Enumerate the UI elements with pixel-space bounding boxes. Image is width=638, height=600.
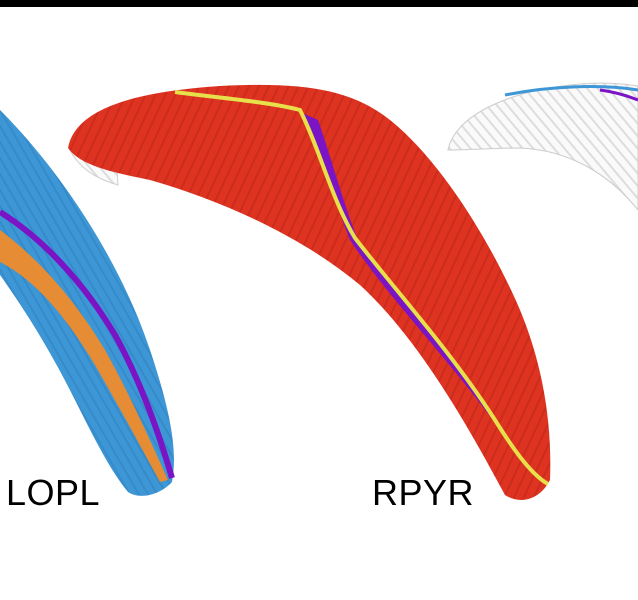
blue-wing-orange-stripe — [0, 230, 168, 482]
white-wing-blue-edge — [504, 85, 638, 97]
caption-lopl: LOPL — [6, 472, 101, 513]
white-wing-canopy — [447, 82, 638, 211]
red-wing-purple-stripe — [300, 112, 548, 482]
blue-wing — [0, 110, 175, 496]
white-wing-purple-edge — [599, 88, 638, 102]
blue-wing-purple-line — [0, 209, 175, 479]
caption-rpyr: RPYR — [372, 472, 475, 513]
red-wing-canopy — [68, 84, 551, 501]
red-wing-yellow-line — [174, 90, 550, 486]
white-wing — [447, 82, 638, 211]
red-wing — [68, 84, 551, 501]
top-frame-bar — [0, 0, 638, 7]
